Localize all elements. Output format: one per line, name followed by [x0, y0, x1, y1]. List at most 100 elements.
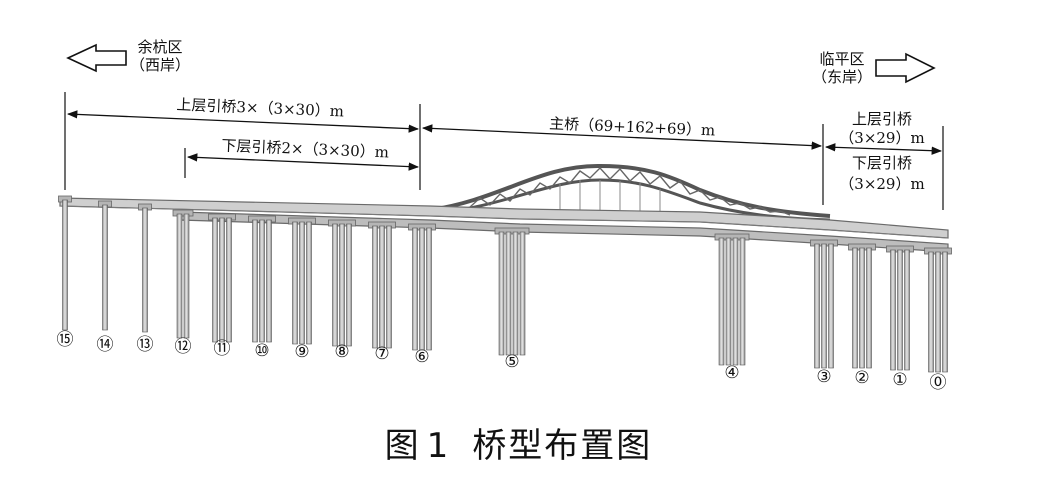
east-bank-label: （东岸）	[812, 68, 872, 86]
pier-number-label: ③	[816, 367, 831, 387]
pier-column	[739, 237, 746, 366]
pier-1	[98, 200, 112, 331]
caption-figure-number: 1	[426, 426, 451, 466]
pier-column	[426, 227, 432, 351]
pier-column	[821, 243, 827, 369]
dimension-lines	[66, 110, 943, 171]
pier-8	[368, 221, 396, 349]
upper-east-approach-label: 上层引桥	[852, 110, 912, 128]
pier-number-label: ⑫	[175, 337, 192, 357]
pier-column	[505, 231, 512, 356]
upper-east-approach-span: （3×29）m	[839, 129, 924, 147]
pier-number-label: ⓪	[930, 373, 947, 393]
main-arch-truss	[429, 163, 831, 222]
pier-column	[62, 199, 68, 331]
pier-column	[142, 207, 148, 333]
pier-column	[732, 237, 739, 366]
upper-west-approach-dimension: 上层引桥3×（3×30）m	[176, 96, 344, 121]
pier-number-label: ⑨	[294, 342, 309, 362]
pier-column	[372, 225, 378, 349]
lower-east-approach-span: （3×29）m	[839, 175, 924, 193]
pier-cap	[494, 227, 530, 235]
main-bridge-dimension: 主桥（69+162+69）m	[549, 115, 716, 140]
dimension-extension-lines	[64, 92, 944, 210]
west-district-label: 余杭区	[137, 38, 182, 56]
pier-column	[935, 251, 941, 373]
pier-10	[494, 227, 530, 356]
pier-12	[810, 239, 838, 369]
pier-number-label: ⑬	[137, 335, 154, 355]
pier-number-label: ④	[724, 363, 739, 383]
pier-number-label: ⑮	[57, 330, 74, 350]
pier-column	[346, 223, 352, 347]
pier-4	[208, 213, 236, 343]
pier-column	[928, 251, 934, 373]
pier-6	[288, 217, 316, 345]
pier-column	[852, 247, 858, 369]
pier-column	[183, 213, 190, 339]
pier-column	[814, 243, 820, 369]
pier-5	[248, 215, 276, 343]
pier-0	[58, 195, 72, 331]
pier-number-label: ⑭	[97, 335, 114, 355]
pier-column	[828, 243, 834, 369]
caption-figure-word: 图	[384, 426, 421, 466]
pier-column	[219, 217, 225, 343]
pier-column	[266, 219, 272, 343]
pier-column	[292, 221, 298, 345]
pier-2	[138, 203, 152, 333]
pier-column	[102, 204, 108, 331]
pier-column	[226, 217, 232, 343]
pier-column	[379, 225, 385, 349]
pier-column	[339, 223, 345, 347]
pier-column	[212, 217, 218, 343]
piers-group	[58, 195, 952, 373]
pier-number-label: ⑪	[214, 339, 231, 359]
pier-column	[897, 249, 903, 371]
pier-column	[859, 247, 865, 369]
pier-column	[904, 249, 910, 371]
pier-13	[848, 243, 876, 369]
pier-column	[259, 219, 265, 343]
pier-column	[519, 231, 526, 356]
pier-15	[924, 247, 952, 373]
west-direction-arrow	[66, 43, 127, 73]
pier-column	[419, 227, 425, 351]
east-direction-arrow	[875, 52, 936, 84]
upper-deck	[59, 197, 949, 239]
pier-3	[172, 209, 194, 339]
pier-column	[866, 247, 872, 369]
pier-number-label: ②	[854, 368, 869, 388]
pier-number-label: ⑥	[414, 347, 429, 367]
pier-cap	[714, 233, 750, 241]
pier-11	[714, 233, 750, 366]
bridge-elevation-drawing: 余杭区 （西岸） 临平区 （东岸） 上层引桥3×（3×30）m 下层引桥2×（3…	[57, 38, 952, 393]
west-bank-label: （西岸）	[130, 56, 190, 74]
pier-cap	[172, 209, 194, 217]
pier-column	[718, 237, 725, 366]
pier-column	[412, 227, 418, 351]
pier-number-label: ⑩	[254, 341, 269, 361]
lower-east-approach-label: 下层引桥	[852, 154, 912, 172]
pier-column	[498, 231, 505, 356]
pier-column	[942, 251, 948, 373]
pier-column	[176, 213, 183, 339]
caption-title: 桥型布置图	[472, 426, 653, 466]
pier-7	[328, 219, 356, 347]
pier-column	[512, 231, 519, 356]
pier-column	[890, 249, 896, 371]
pier-column	[299, 221, 305, 345]
pier-column	[306, 221, 312, 345]
pier-number-label: ①	[892, 370, 907, 390]
pier-column	[386, 225, 392, 349]
pier-column	[332, 223, 338, 347]
lower-west-approach-dimension: 下层引桥2×（3×30）m	[221, 137, 389, 162]
pier-14	[886, 245, 914, 371]
pier-column	[252, 219, 258, 343]
pier-column	[725, 237, 732, 366]
pier-number-label: ⑤	[504, 352, 519, 372]
pier-number-label: ⑦	[374, 344, 389, 364]
